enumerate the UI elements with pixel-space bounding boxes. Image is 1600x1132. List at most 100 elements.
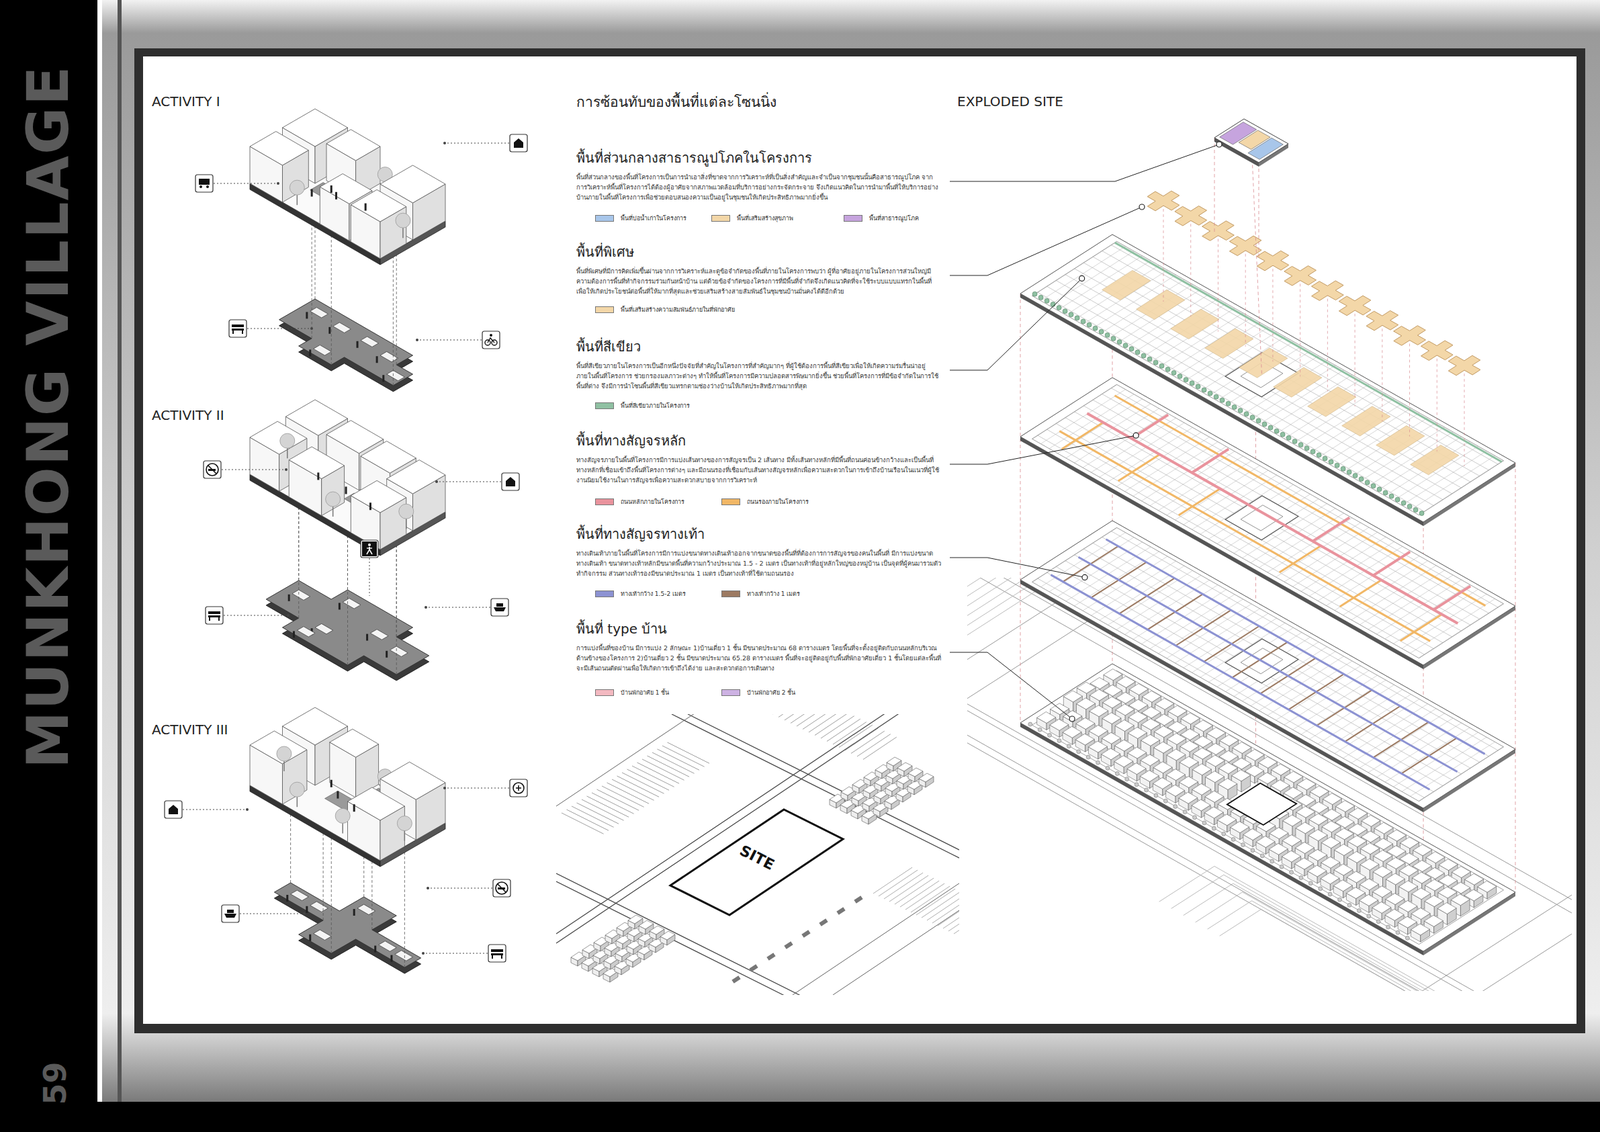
house-roof xyxy=(1217,814,1236,826)
person xyxy=(330,185,333,193)
tree-crown xyxy=(396,816,412,831)
house-roof xyxy=(1049,718,1069,731)
green-tree xyxy=(1413,507,1418,512)
field-hatch xyxy=(820,716,855,739)
person xyxy=(308,349,311,357)
tree xyxy=(1057,738,1062,743)
tree-crown xyxy=(289,180,305,195)
field-hatch xyxy=(621,772,665,794)
house-roof xyxy=(1321,820,1341,833)
field-hatch xyxy=(814,714,849,736)
section-title: EXPLODED SITE xyxy=(957,94,1064,110)
icon-frame xyxy=(488,944,506,962)
house-roof xyxy=(1219,734,1239,747)
green-tree xyxy=(1147,356,1152,362)
walk-icon xyxy=(368,543,371,547)
house-roof xyxy=(1410,923,1430,936)
leader-dot xyxy=(1082,574,1088,580)
block-roof xyxy=(347,787,406,821)
house-roof xyxy=(1089,705,1109,717)
house-icon xyxy=(513,138,524,148)
house-roof xyxy=(1167,732,1187,745)
boat-icon xyxy=(224,913,237,918)
leader-line xyxy=(182,809,248,811)
tree xyxy=(1105,765,1110,770)
stall-icon xyxy=(206,185,209,189)
page-number: 59 xyxy=(37,1061,74,1105)
car xyxy=(766,952,776,961)
road-main xyxy=(1131,414,1169,438)
section-leaders xyxy=(949,141,1222,722)
house-roof xyxy=(1268,842,1288,855)
house-roof xyxy=(1207,727,1226,739)
activity-illustration xyxy=(195,108,528,392)
bench-icon xyxy=(232,330,234,334)
house-roof xyxy=(1346,887,1365,899)
house-roof xyxy=(1398,900,1418,913)
house-roof xyxy=(1127,763,1146,775)
field-hatch xyxy=(587,795,630,817)
person xyxy=(356,341,359,348)
person xyxy=(390,955,393,962)
house-roof xyxy=(1321,836,1341,849)
ground-contour xyxy=(967,577,1009,616)
house-roof xyxy=(1179,776,1199,788)
field-hatch xyxy=(617,775,660,797)
tree xyxy=(1153,793,1159,798)
house-roof xyxy=(1360,858,1380,870)
field-hatch xyxy=(576,802,620,824)
green-tree xyxy=(1201,387,1207,393)
house-roof xyxy=(1076,718,1095,730)
icon-frame xyxy=(229,319,247,338)
leader-dot xyxy=(276,182,280,185)
projection-line xyxy=(1464,368,1465,467)
tree-crown xyxy=(398,503,414,519)
leader-line xyxy=(213,183,279,185)
road-line xyxy=(556,714,960,934)
road-line xyxy=(556,714,780,807)
field-hatch xyxy=(627,769,670,790)
house-roof xyxy=(1282,834,1302,847)
projection-line xyxy=(1354,308,1356,407)
special-module xyxy=(1147,190,1180,211)
green-tree xyxy=(1401,500,1406,506)
person xyxy=(305,311,308,319)
special-area xyxy=(1170,308,1220,339)
house-roof xyxy=(1102,712,1122,725)
tree-crown xyxy=(335,808,350,823)
projection-line xyxy=(1436,353,1438,452)
building xyxy=(649,925,665,935)
leader-dot xyxy=(1139,204,1145,210)
special-area xyxy=(1136,289,1185,320)
bench-icon xyxy=(231,324,244,328)
person xyxy=(336,791,339,799)
leader-dot xyxy=(435,480,438,483)
road-secondary xyxy=(1340,579,1382,607)
icon-frame xyxy=(491,598,509,616)
person xyxy=(353,804,356,812)
house-roof xyxy=(1424,914,1443,927)
block-roof xyxy=(326,129,381,161)
leader-dot xyxy=(443,786,447,790)
green-tree xyxy=(1243,411,1249,417)
building xyxy=(908,767,923,777)
bench-icon xyxy=(501,955,503,959)
person xyxy=(366,634,369,641)
green-tree xyxy=(1195,384,1201,389)
person xyxy=(330,779,333,788)
boat-icon xyxy=(227,909,234,913)
house-roof xyxy=(1089,689,1109,701)
house-roof xyxy=(1115,739,1134,751)
person xyxy=(345,486,348,494)
green-tree xyxy=(1092,325,1098,331)
house-roof xyxy=(1192,747,1212,760)
plot-grid xyxy=(1037,292,1425,512)
leader-dot xyxy=(310,327,314,330)
car xyxy=(853,895,863,904)
field-hatch xyxy=(943,902,960,929)
person xyxy=(369,502,372,510)
tree xyxy=(1260,853,1265,858)
person xyxy=(288,594,291,602)
field-hatch xyxy=(647,755,690,777)
